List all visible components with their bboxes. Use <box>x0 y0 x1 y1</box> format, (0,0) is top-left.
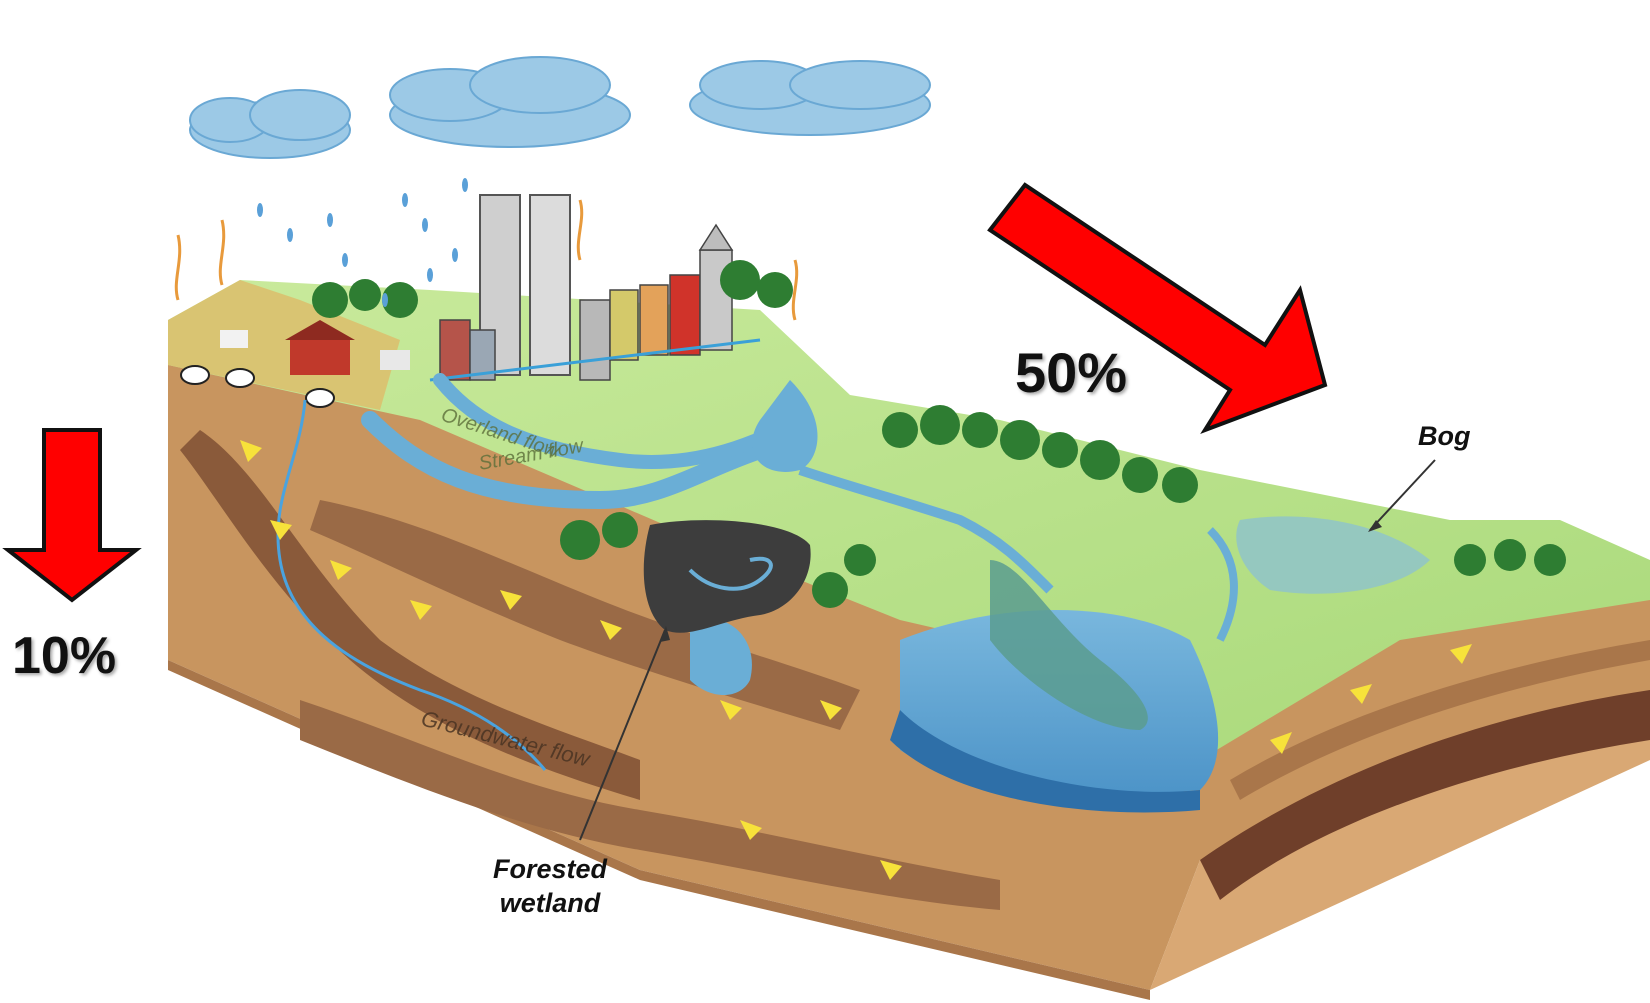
wetland-callout-arrowhead <box>660 626 670 642</box>
right-percentage-label: 50% <box>1015 341 1128 404</box>
bog-label: Bog <box>1418 421 1471 451</box>
tree-line <box>312 260 1566 608</box>
forested-wetland-label-line1: Forested <box>492 854 608 884</box>
forested-wetland-label-line2: wetland <box>499 887 601 918</box>
rain <box>257 178 468 307</box>
groundwater-line <box>276 399 547 771</box>
wetland-callout-line <box>579 629 666 841</box>
groundwater-flow-arrows <box>240 440 1472 880</box>
left-percentage-label: 10% <box>12 627 117 685</box>
cloud-middle <box>389 56 631 148</box>
wetland-stream <box>688 556 773 591</box>
forested-wetland-label: Forested wetland <box>460 853 640 921</box>
forested-wetland-area <box>643 520 811 633</box>
clouds <box>189 56 931 159</box>
evaporation-arrows <box>174 199 799 321</box>
cloud-right <box>689 60 931 136</box>
land-surface <box>168 280 1650 760</box>
red-arrow-down <box>2 428 142 603</box>
bog-callout-line <box>1369 459 1436 531</box>
bog-callout-arrowhead <box>1368 520 1382 532</box>
farm <box>168 280 410 410</box>
red-arrow-diagonal <box>987 182 1328 434</box>
water-bodies <box>361 373 1430 813</box>
cloud-left <box>189 89 351 159</box>
